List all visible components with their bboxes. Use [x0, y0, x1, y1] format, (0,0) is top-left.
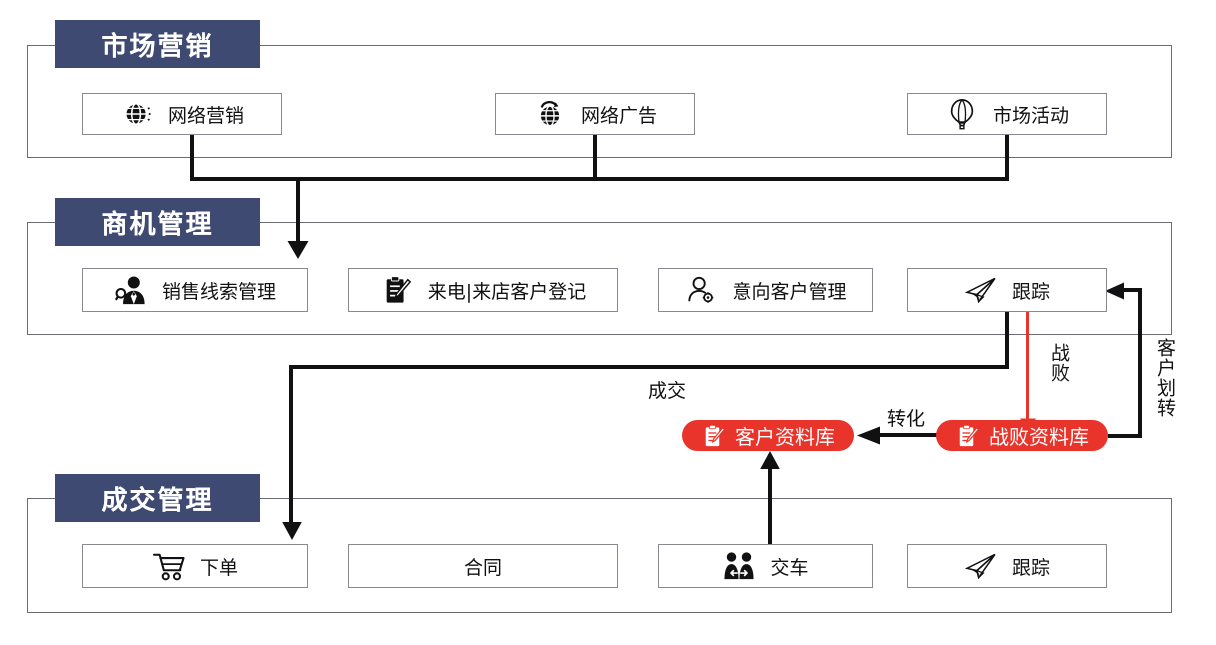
two-people-handshake-icon	[722, 549, 756, 583]
connector-line	[1005, 312, 1009, 368]
edge-label-transfer: 客户划转	[1154, 338, 1176, 418]
item-box-contract[interactable]: 合同	[348, 544, 618, 588]
shopping-cart-icon	[152, 549, 186, 583]
node-label: 战败资料库	[989, 425, 1089, 449]
connector-line	[1005, 135, 1009, 181]
paper-plane-icon	[964, 273, 998, 307]
connector-line	[296, 177, 300, 245]
item-box-marketing-event[interactable]: 市场活动	[907, 93, 1107, 135]
item-box-sales-lead-management[interactable]: 销售线索管理	[82, 268, 308, 312]
connector-line	[190, 135, 194, 181]
item-box-intent-customer-management[interactable]: 意向客户管理	[658, 268, 873, 312]
clipboard-pen-icon	[380, 273, 414, 307]
item-box-online-marketing[interactable]: 网络营销	[82, 93, 282, 135]
clipboard-pen-icon	[701, 423, 727, 449]
edge-label-deal: 成交	[648, 380, 687, 402]
connector-transfer-vertical	[1138, 288, 1142, 438]
edge-label-convert: 转化	[887, 408, 926, 430]
item-box-call-store-visit-registration[interactable]: 来电|来店客户登记	[348, 268, 618, 312]
item-label: 合同	[463, 556, 502, 579]
arrow-head-up	[760, 451, 780, 469]
connector-bus-horizontal	[190, 177, 1009, 181]
person-gear-icon	[684, 273, 718, 307]
section-frame-marketing	[27, 45, 1172, 158]
connector-convert-horizontal	[878, 433, 940, 437]
item-box-vehicle-delivery[interactable]: 交车	[658, 544, 873, 588]
item-label: 跟踪	[1011, 556, 1050, 579]
connector-line	[289, 365, 293, 525]
item-box-place-order[interactable]: 下单	[82, 544, 308, 588]
connector-lost-vertical	[1026, 312, 1029, 422]
connector-transfer-horizontal-top	[1122, 288, 1142, 292]
edge-label-lost: 战败	[1048, 343, 1070, 383]
item-label: 意向客户管理	[732, 280, 847, 303]
node-label: 客户资料库	[735, 425, 835, 449]
salesperson-icon	[114, 273, 148, 307]
item-box-followup-deal[interactable]: 跟踪	[907, 544, 1107, 588]
section-banner-opportunity: 商机管理	[55, 198, 260, 246]
item-label: 销售线索管理	[161, 280, 276, 303]
node-customer-database[interactable]: 客户资料库	[682, 420, 854, 451]
item-label: 网络广告	[580, 104, 657, 127]
section-frame-deal	[27, 498, 1172, 613]
arrow-head-left	[857, 426, 880, 445]
section-banner-marketing: 市场营销	[55, 20, 260, 68]
connector-transfer-horizontal-bottom	[1108, 434, 1142, 438]
section-frame-opportunity	[27, 222, 1172, 335]
paper-plane-icon	[964, 549, 998, 583]
item-label: 网络营销	[167, 104, 244, 127]
arrow-head-down	[282, 522, 302, 540]
connector-delivery-vertical	[768, 466, 772, 546]
globe-icon	[120, 97, 154, 131]
connector-deal-horizontal	[289, 365, 1009, 369]
item-label: 来电|来店客户登记	[427, 280, 587, 303]
item-label: 交车	[770, 556, 809, 579]
node-lost-database[interactable]: 战败资料库	[936, 420, 1108, 451]
globe-refresh-icon	[533, 97, 567, 131]
item-label: 下单	[199, 556, 238, 579]
connector-line	[593, 135, 597, 181]
item-box-online-advertising[interactable]: 网络广告	[495, 93, 695, 135]
arrow-head-left	[1105, 282, 1124, 300]
arrow-head-down	[287, 241, 309, 259]
section-banner-deal: 成交管理	[55, 474, 260, 522]
hot-air-balloon-icon	[945, 97, 979, 131]
item-label: 跟踪	[1011, 280, 1050, 303]
item-box-followup-opportunity[interactable]: 跟踪	[907, 268, 1107, 312]
clipboard-pen-icon	[955, 423, 981, 449]
item-label: 市场活动	[992, 104, 1069, 127]
